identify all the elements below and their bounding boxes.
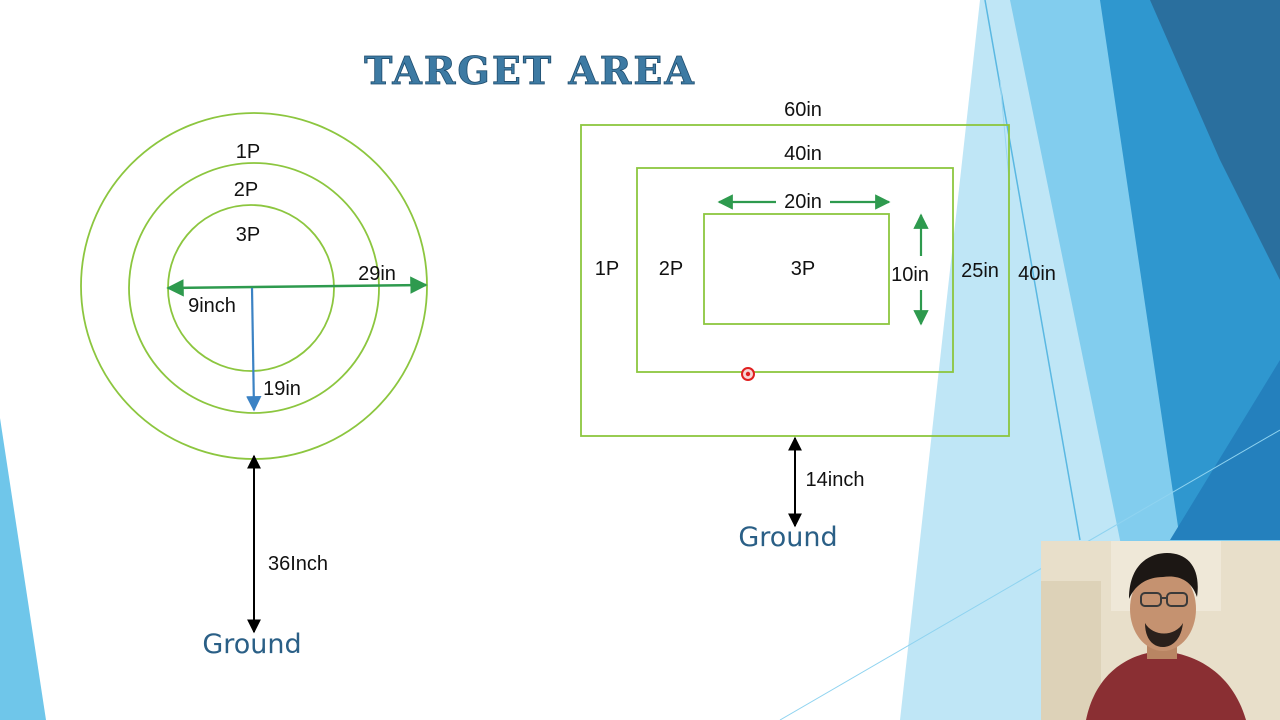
middle-width-label: 40in [784,143,822,165]
outer-width-label: 60in [784,99,822,121]
radius-9-label: 9inch [188,295,236,317]
rect-zone-3p: 3P [791,258,815,280]
laser-pointer-cursor [741,367,755,381]
rect-target: 60in 40in 20in 1P 2P 3P 10in 25in 40in 1… [580,99,1056,553]
radius-arrow [246,287,262,412]
diameter-label: 29in [358,263,396,285]
diameter-arrow [166,276,428,297]
rect-middle-2p [636,167,954,373]
left-decor-shape [0,418,46,720]
slide-title: TARGET AREA [364,48,696,93]
circle-height-label: 36Inch [268,553,328,575]
middle-height-label: 25in [961,260,999,282]
right-decor-shapes [779,0,1280,720]
ring-label-1p: 1P [236,141,260,163]
rect-height-label: 14inch [806,469,865,491]
ring-label-3p: 3P [236,224,260,246]
rect-outer-1p [580,124,1010,437]
inner-height-label: 10in [891,264,929,286]
circle-target: 1P 2P 3P 29in 9inch 19in 36Inch Ground [80,112,428,660]
presenter-icon [1041,541,1280,720]
rect-inner-3p [703,213,890,325]
presenter-webcam [1041,541,1280,720]
outer-height-label: 40in [1018,263,1056,285]
radius-19-label: 19in [263,378,301,400]
ring-label-2p: 2P [234,179,258,201]
rect-zone-2p: 2P [659,258,683,280]
rect-zone-1p: 1P [595,258,619,280]
rect-ground-label: Ground [738,522,837,553]
inner-width-label: 20in [784,191,822,213]
circle-ground-label: Ground [202,629,301,660]
